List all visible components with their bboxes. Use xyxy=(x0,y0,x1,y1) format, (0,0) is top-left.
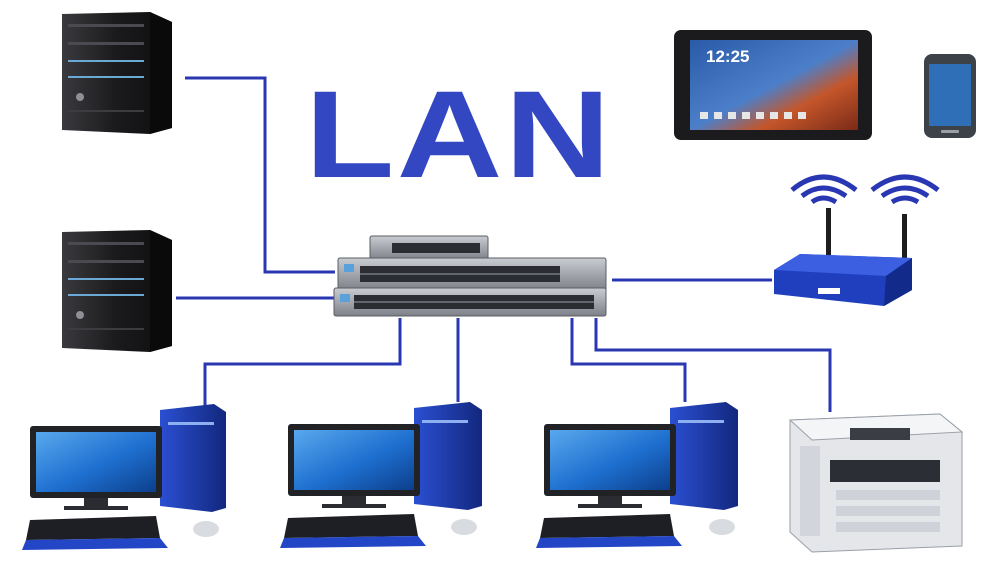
network-switch xyxy=(333,235,607,317)
tablet: 12:25 xyxy=(674,30,872,140)
link-server-top-switch xyxy=(185,76,335,274)
switch-icon xyxy=(333,235,607,317)
smartphone-icon xyxy=(924,54,976,138)
multifunction-printer-icon xyxy=(788,413,964,553)
desktop-computer-icon xyxy=(280,402,482,548)
desktop-computer-icon xyxy=(22,404,226,550)
desktop-pc-1 xyxy=(22,404,226,550)
desktop-pc-3 xyxy=(536,402,738,548)
wifi-router-icon xyxy=(774,174,940,306)
smartphone xyxy=(924,54,976,138)
wireless-router xyxy=(774,174,940,306)
network-links xyxy=(176,76,832,412)
tower-server-icon xyxy=(62,230,172,352)
server-bottom xyxy=(62,230,172,352)
link-switch-printer xyxy=(594,318,832,412)
tower-server-icon xyxy=(62,12,172,134)
tablet-icon: 12:25 xyxy=(674,30,872,140)
tablet-clock: 12:25 xyxy=(706,47,749,66)
desktop-pc-2 xyxy=(280,402,482,548)
link-switch-pc-1 xyxy=(203,318,402,410)
diagram-title: LAN xyxy=(305,66,613,204)
link-switch-pc-3 xyxy=(570,318,687,402)
printer xyxy=(788,413,964,553)
server-top xyxy=(62,12,172,134)
desktop-computer-icon xyxy=(536,402,738,548)
